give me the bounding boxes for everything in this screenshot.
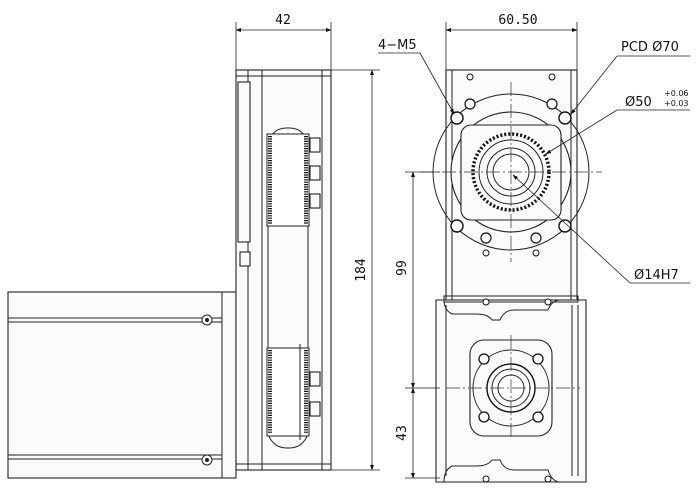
lower-pulley-icon <box>266 347 310 437</box>
dimension-99-43: 99 43 <box>395 171 440 479</box>
m5-hole-icon <box>558 219 572 233</box>
bore-label: Ø50 <box>625 95 652 110</box>
shaft-label: Ø14H7 <box>634 268 679 283</box>
m5-hole-icon <box>450 111 464 125</box>
bore-tolerance-lower: +0.03 <box>664 99 689 108</box>
shaft-spacing-label: 99 <box>395 260 410 276</box>
bore-tolerance-upper: +0.06 <box>664 89 689 98</box>
side-view: 42 184 <box>7 13 380 479</box>
dimension-60-50: 60.50 <box>445 13 578 70</box>
dimension-184: 184 <box>331 69 380 471</box>
callout-bore: Ø50 +0.06 +0.03 <box>545 89 690 155</box>
callout-threads: 4−M5 <box>378 38 455 115</box>
gearbox-housing <box>235 69 332 471</box>
front-width-label: 60.50 <box>498 13 537 28</box>
upper-pulley-icon <box>266 133 310 227</box>
motor-body <box>7 291 237 479</box>
m5-hole-icon <box>450 219 464 233</box>
m5-hole-icon <box>558 111 572 125</box>
threads-label: 4−M5 <box>378 38 417 53</box>
counterbore-holes <box>464 73 558 257</box>
side-width-label: 42 <box>275 13 291 28</box>
front-view: 60.50 99 43 4−M5 PCD Ø70 Ø50 <box>378 13 690 483</box>
dimension-42: 42 <box>235 13 332 70</box>
lower-shaft-height-label: 43 <box>395 425 410 441</box>
pcd-label: PCD Ø70 <box>621 40 679 55</box>
m5-holes <box>450 111 572 233</box>
callout-shaft: Ø14H7 <box>512 174 690 284</box>
callout-pcd: PCD Ø70 <box>570 40 690 115</box>
overall-height-label: 184 <box>354 258 369 282</box>
lower-housing <box>435 295 587 483</box>
